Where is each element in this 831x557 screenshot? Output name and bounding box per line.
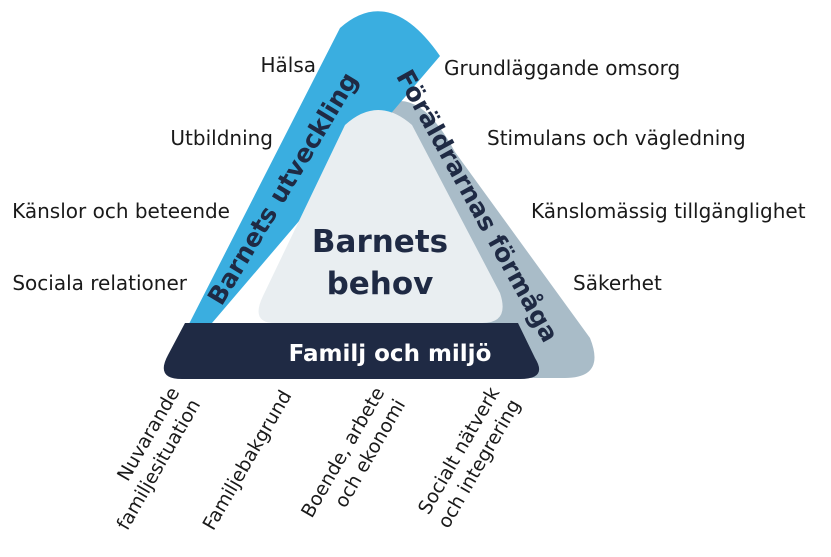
left-item-2: Utbildning — [170, 126, 273, 150]
bottom-item-1: Nuvarande familjesituation — [113, 384, 206, 534]
right-item-3: Känslomässig tillgänglighet — [531, 199, 806, 223]
left-item-1: Hälsa — [260, 53, 316, 77]
center-title-line1: Barnets — [312, 224, 448, 260]
base-band — [163, 323, 540, 379]
inner-triangle — [258, 110, 503, 323]
bottom-item-3: Boende, arbete och ekonomi — [297, 384, 410, 522]
bottom-item-2-line1: Familjebakgrund — [198, 387, 296, 534]
left-band — [180, 11, 440, 343]
center-title-line2: behov — [327, 266, 434, 302]
bottom-item-2: Familjebakgrund — [198, 387, 296, 534]
right-item-1: Grundläggande omsorg — [444, 56, 680, 80]
right-item-2: Stimulans och vägledning — [487, 126, 746, 150]
left-item-4: Sociala relationer — [12, 271, 187, 295]
right-item-4: Säkerhet — [573, 271, 662, 295]
bottom-item-4: Socialt nätverk och integrering — [414, 384, 525, 533]
base-label: Familj och miljö — [289, 341, 492, 367]
left-item-3: Känslor och beteende — [12, 199, 230, 223]
